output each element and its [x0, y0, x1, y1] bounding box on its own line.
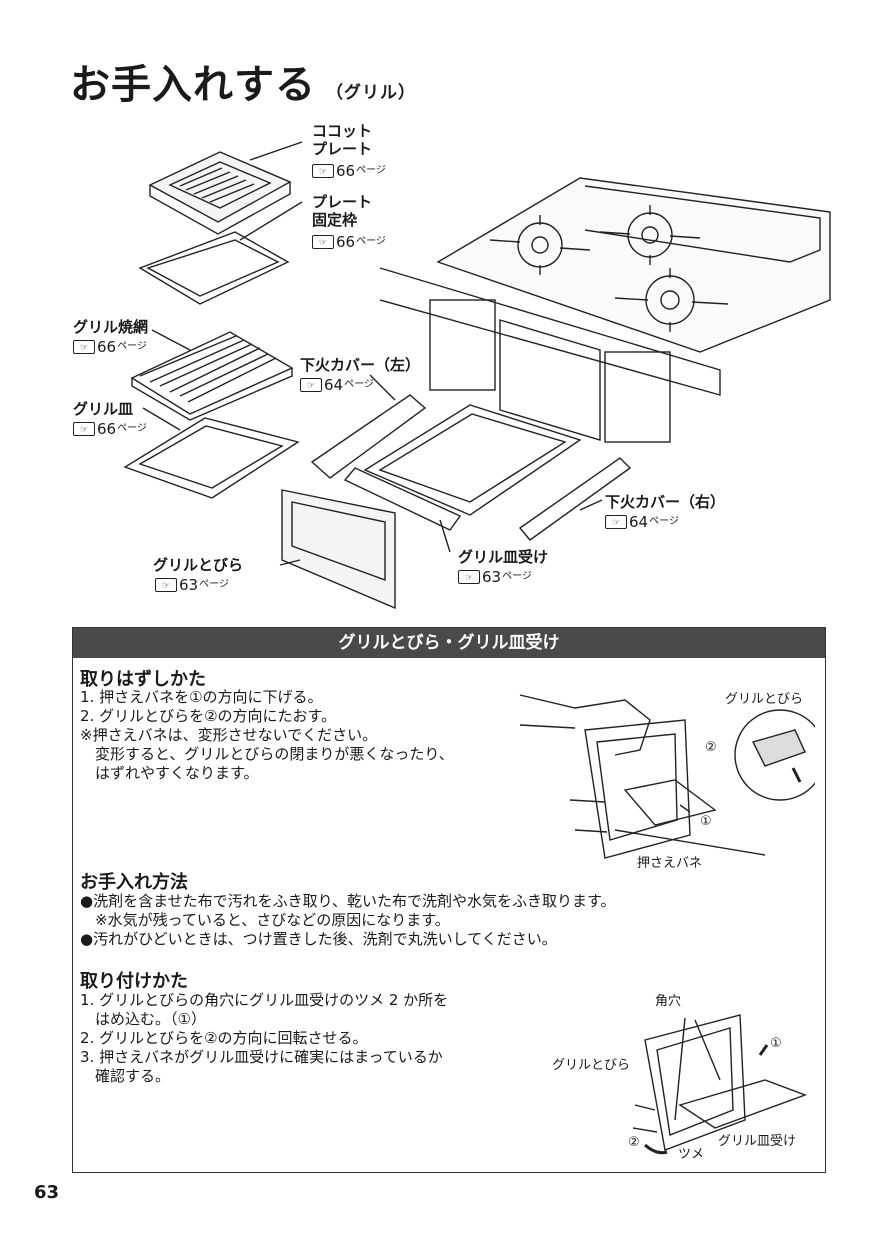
- grill-door-drawing: [281, 489, 396, 610]
- lower-cover-left-label: 下火カバー（左）: [300, 356, 421, 374]
- attach-figure: [632, 1014, 808, 1155]
- hand-pointer-icon: ☞: [312, 235, 334, 249]
- cocotte-label-line1: ココット: [312, 122, 373, 140]
- remove-fig-door-label: グリルとびら: [725, 692, 804, 707]
- page-title: お手入れする （グリル）: [70, 52, 416, 110]
- hand-pointer-icon: ☞: [73, 422, 95, 436]
- frame-label-line1: プレート: [312, 193, 373, 211]
- page-subtitle: （グリル）: [326, 83, 416, 103]
- plate-frame-label: プレート 固定枠: [312, 193, 372, 229]
- hand-pointer-icon: ☞: [73, 340, 95, 354]
- page-number-ref: 64: [629, 513, 649, 531]
- page-suffix: ページ: [117, 341, 147, 352]
- attach-step: 3. 押さえバネがグリル皿受けに確実にはまっているか: [80, 1048, 443, 1066]
- page-suffix: ページ: [356, 236, 386, 247]
- attach-step: 確認する。: [80, 1067, 171, 1085]
- remove-step: 1. 押さえバネを①の方向に下げる。: [80, 688, 323, 706]
- stove-top-drawing: [379, 177, 831, 443]
- frame-label-line2: 固定枠: [312, 211, 358, 229]
- attach-step: はめ込む。（①）: [80, 1010, 206, 1028]
- attach-fig-num-1: ①: [770, 1036, 782, 1051]
- attach-fig-door-label: グリルとびら: [552, 1058, 631, 1073]
- tray-holder-drawing: [343, 404, 582, 531]
- attach-fig-hole-label: 角穴: [655, 994, 682, 1009]
- page-number: 63: [34, 1182, 60, 1203]
- remove-fig-num-1: ①: [700, 814, 712, 829]
- page-number-ref: 66: [336, 162, 356, 180]
- tray-holder-label: グリル皿受け: [458, 548, 549, 566]
- hand-pointer-icon: ☞: [300, 378, 322, 392]
- hand-pointer-icon: ☞: [458, 570, 480, 584]
- care-note: ※水気が残っていると、さびなどの原因になります。: [80, 911, 450, 929]
- remove-note: はずれやすくなります。: [80, 764, 259, 782]
- page-suffix: ページ: [344, 379, 374, 390]
- lower-cover-right-drawing: [518, 457, 632, 541]
- attach-fig-holder-label: グリル皿受け: [718, 1134, 797, 1149]
- page-suffix: ページ: [356, 165, 386, 176]
- instruction-box: グリルとびら・グリル皿受け: [72, 627, 826, 1173]
- hand-pointer-icon: ☞: [155, 578, 177, 592]
- plate-frame-drawing: [138, 231, 290, 305]
- care-item: ●汚れがひどいときは、つけ置きした後、洗剤で丸洗いしてください。: [80, 930, 557, 948]
- cocotte-label-line2: プレート: [312, 140, 373, 158]
- page-suffix: ページ: [117, 423, 147, 434]
- cocotte-plate-drawing: [148, 151, 292, 235]
- page-number-ref: 63: [482, 568, 502, 586]
- care-item: ●洗剤を含ませた布で汚れをふき取り、乾いた布で洗剤や水気をふき取ります。: [80, 892, 616, 910]
- page-suffix: ページ: [649, 516, 679, 527]
- remove-step: 2. グリルとびらを②の方向にたおす。: [80, 707, 337, 725]
- remove-heading: 取りはずしかた: [80, 669, 206, 690]
- remove-steps: 1. 押さえバネを①の方向に下げる。 2. グリルとびらを②の方向にたおす。 ※…: [80, 688, 454, 783]
- attach-step: 1. グリルとびらの角穴にグリル皿受けのツメ 2 か所を: [80, 991, 449, 1009]
- remove-note: ※押さえバネは、変形させないでください。: [80, 726, 378, 744]
- remove-fig-num-2: ②: [705, 740, 717, 755]
- care-heading: お手入れ方法: [80, 872, 188, 893]
- grill-net-drawing: [130, 331, 294, 421]
- page-suffix: ページ: [199, 579, 229, 590]
- attach-steps: 1. グリルとびらの角穴にグリル皿受けのツメ 2 か所を はめ込む。（①） 2.…: [80, 991, 448, 1086]
- grill-tray-drawing: [123, 417, 300, 499]
- page-number-ref: 63: [179, 576, 199, 594]
- section-header: グリルとびら・グリル皿受け: [73, 628, 825, 658]
- hand-pointer-icon: ☞: [605, 515, 627, 529]
- attach-heading: 取り付けかた: [80, 971, 188, 992]
- remove-figure: [519, 694, 815, 859]
- page-title-text: お手入れする: [70, 62, 316, 108]
- page-number-ref: 66: [97, 338, 117, 356]
- cocotte-plate-label: ココット プレート: [312, 122, 372, 158]
- page-suffix: ページ: [502, 571, 532, 582]
- grill-door-label: グリルとびら: [153, 556, 244, 574]
- care-instructions: ●洗剤を含ませた布で汚れをふき取り、乾いた布で洗剤や水気をふき取ります。 ※水気…: [80, 892, 616, 949]
- attach-fig-num-2: ②: [628, 1135, 640, 1150]
- attach-fig-claw-label: ツメ: [678, 1147, 705, 1162]
- lower-cover-left-drawing: [310, 394, 427, 479]
- exploded-parts-diagram: [123, 141, 831, 610]
- lower-cover-right-label: 下火カバー（右）: [605, 493, 726, 511]
- attach-step: 2. グリルとびらを②の方向に回転させる。: [80, 1029, 368, 1047]
- hand-pointer-icon: ☞: [312, 164, 334, 178]
- page-number-ref: 66: [336, 233, 356, 251]
- remove-fig-spring-label: 押さえバネ: [637, 856, 703, 871]
- page-number-ref: 66: [97, 420, 117, 438]
- grill-tray-label: グリル皿: [73, 400, 134, 418]
- grill-net-label: グリル焼網: [73, 318, 149, 336]
- remove-note: 変形すると、グリルとびらの閉まりが悪くなったり、: [80, 745, 454, 763]
- page-number-ref: 64: [324, 376, 344, 394]
